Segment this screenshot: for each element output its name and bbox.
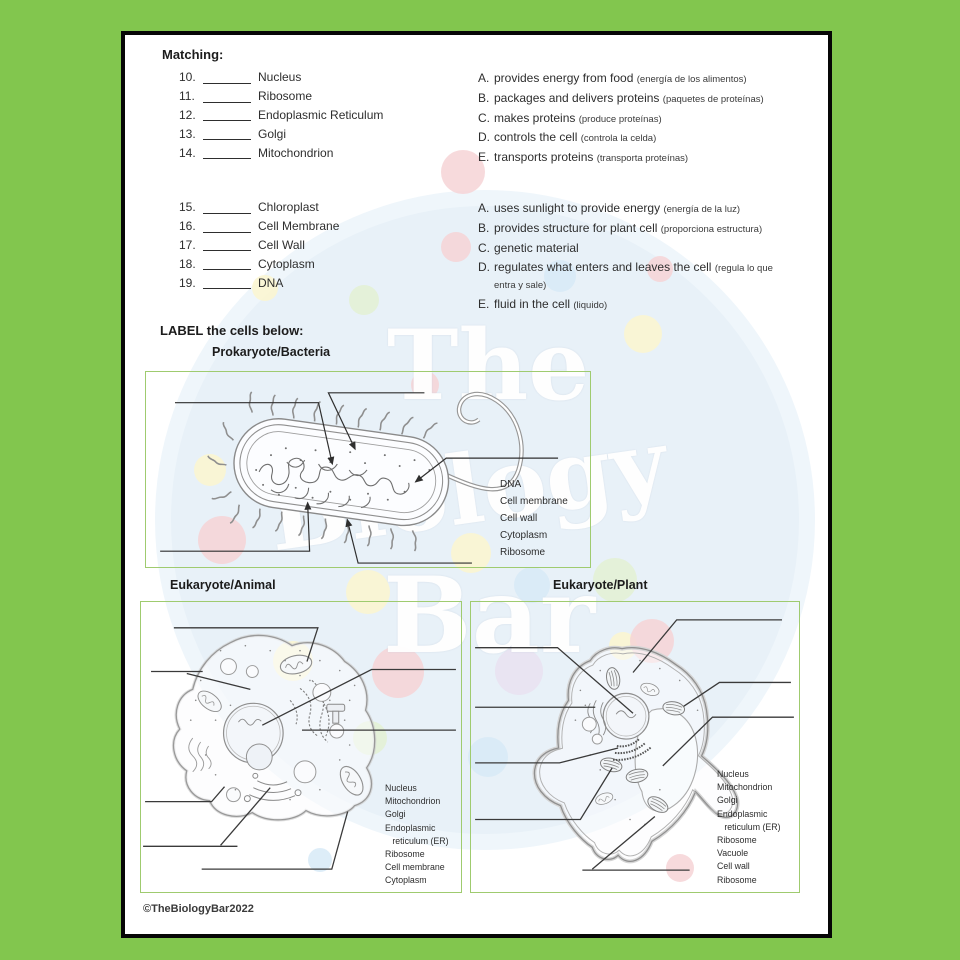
matching-item: 11.Ribosome	[179, 89, 313, 104]
matching-item: 10.Nucleus	[179, 70, 302, 85]
watermark-dot	[451, 533, 491, 573]
golgi	[243, 772, 302, 803]
term-label: Chloroplast	[258, 200, 319, 215]
watermark-dot	[544, 260, 576, 292]
matching-option: B.provides structure for plant cell (pro…	[478, 220, 763, 235]
animal-cell-drawing	[143, 627, 456, 870]
matching-block1-options: A.provides energy from food (energía de …	[478, 71, 796, 170]
watermark-dot	[624, 315, 662, 353]
answer-blank	[203, 146, 251, 160]
matching-item: 14.Mitochondrion	[179, 145, 334, 160]
watermark-dot	[308, 848, 332, 872]
bacterium-body	[233, 418, 450, 527]
answer-blank	[203, 276, 251, 290]
watermark-dot	[411, 371, 439, 399]
bacteria-cell-drawing	[160, 391, 559, 564]
watermark-dot	[593, 558, 637, 602]
matching-option: D.regulates what enters and leaves the c…	[478, 260, 773, 291]
answer-blank	[203, 108, 251, 122]
dna-nucleoid	[258, 457, 410, 509]
matching-item: 13.Golgi	[179, 126, 287, 141]
prokaryote-word-bank: DNA Cell membrane Cell wall Cytoplasm Ri…	[500, 479, 568, 558]
watermark-dot	[441, 150, 485, 194]
watermark-dot	[252, 275, 278, 301]
matching-option: A.uses sunlight to provide energy (energ…	[478, 201, 741, 215]
bacteria-label-lines	[160, 392, 559, 564]
watermark-dot	[468, 737, 508, 777]
worksheet-page: The Biology Bar Matching: 10.Nucleus 11.…	[121, 31, 832, 938]
term-label: Golgi	[258, 126, 287, 141]
matching-option: A.provides energy from food (energía de …	[478, 71, 747, 85]
matching-block2-terms: 15.Chloroplast 16.Cell Membrane 17.Cell …	[179, 198, 339, 292]
watermark-dot	[372, 646, 424, 698]
watermark-dot	[346, 570, 390, 614]
plant-word-bank: Nucleus Mitochondrion Golgi Endoplasmic …	[717, 769, 781, 885]
term-label: Ribosome	[258, 89, 313, 104]
term-label: Endoplasmic Reticulum	[258, 107, 384, 122]
watermark-dot	[349, 285, 379, 315]
animal-diagram-box	[140, 601, 462, 893]
plant-title: Eukaryote/Plant	[553, 578, 648, 592]
matching-item: 16.Cell Membrane	[179, 219, 340, 234]
golgi	[612, 737, 652, 761]
animal-word-bank: Nucleus Mitochondrion Golgi Endoplasmic …	[385, 783, 449, 886]
label-section-title: LABEL the cells below:	[160, 323, 304, 338]
matching-item: 19.DNA	[179, 275, 284, 290]
matching-title: Matching:	[162, 47, 224, 62]
watermark-dot	[441, 232, 471, 262]
answer-blank	[203, 71, 251, 84]
answer-blank	[203, 90, 251, 103]
matching-item: 15.Chloroplast	[179, 200, 319, 215]
matching-item: 12.Endoplasmic Reticulum	[179, 107, 384, 122]
plant-label-lines	[475, 619, 794, 871]
matching-option: D.controls the cell (controla la celda)	[478, 130, 657, 145]
prokaryote-title: Prokaryote/Bacteria	[212, 345, 331, 359]
vesicles	[220, 658, 345, 803]
plant-cell-drawing	[475, 619, 794, 871]
centriole	[326, 703, 346, 724]
matching-item: 18.Cytoplasm	[179, 256, 315, 271]
term-label: Mitochondrion	[258, 145, 334, 160]
watermark-dot	[495, 647, 543, 695]
answer-blank	[203, 220, 251, 233]
matching-option: C.genetic material	[478, 240, 579, 255]
plant-diagram-box	[470, 601, 800, 893]
answer-blank	[203, 257, 251, 271]
matching-block1-terms: 10.Nucleus 11.Ribosome 12.Endoplasmic Re…	[179, 68, 383, 162]
matching-item: 17.Cell Wall	[179, 237, 305, 252]
term-label: DNA	[258, 275, 284, 290]
answer-blank	[203, 127, 251, 141]
animal-label-lines	[143, 627, 456, 870]
answer-blank	[203, 201, 251, 214]
term-label: Cytoplasm	[258, 256, 315, 271]
matching-block2-options: A.uses sunlight to provide energy (energ…	[478, 201, 796, 317]
smooth-er	[188, 737, 212, 773]
copyright-text: ©TheBiologyBar2022	[143, 903, 254, 915]
watermark-dot	[647, 256, 673, 282]
watermark-dot	[198, 516, 246, 564]
matching-option: E.transports proteins (transporta proteí…	[478, 150, 689, 165]
watermark-dot	[666, 854, 694, 882]
answer-blank	[203, 238, 251, 252]
watermark-dot	[514, 567, 550, 603]
term-label: Cell Membrane	[258, 219, 340, 234]
animal-title: Eukaryote/Animal	[170, 578, 276, 592]
matching-option: E.fluid in the cell (liquido)	[478, 296, 608, 311]
term-label: Cell Wall	[258, 237, 305, 252]
matching-option: B.packages and delivers proteins (paquet…	[478, 90, 764, 105]
ribosome-dots	[255, 447, 431, 501]
term-label: Nucleus	[258, 70, 302, 85]
prokaryote-diagram-box	[145, 371, 591, 568]
rough-er	[289, 680, 330, 743]
matching-option: C.makes proteins (produce proteínas)	[478, 110, 662, 125]
